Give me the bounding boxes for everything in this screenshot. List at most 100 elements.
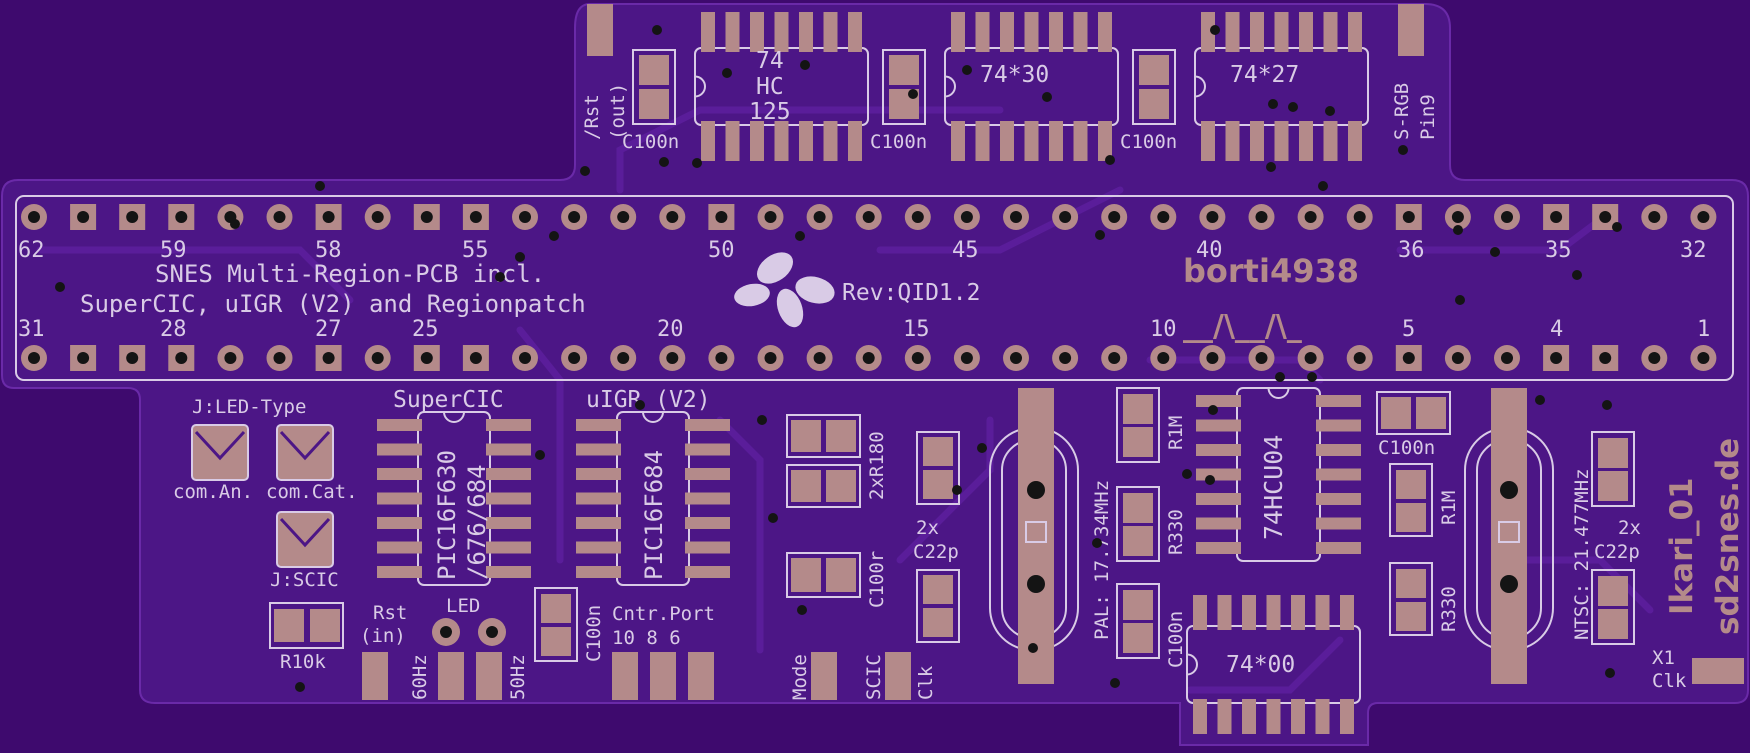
scic-jumper-label: J:SCIC [270, 569, 339, 591]
mode-pad [811, 652, 837, 700]
pin-label: 4 [1550, 317, 1563, 342]
hz50-pad [476, 652, 502, 700]
jumper-pad [191, 424, 249, 481]
r330-label: R330 [1438, 586, 1460, 632]
pic-chips [377, 411, 730, 586]
uigr-chip-label: PIC16F684 [640, 450, 668, 580]
srgb-pad [1398, 4, 1424, 56]
c100n-label: C100n [1120, 131, 1177, 153]
x1-clk-label: Clk [1652, 670, 1687, 692]
author-mark: __/\__/\_ [1183, 309, 1302, 344]
c100n-label: C100n [622, 131, 679, 153]
hc125-label: 125 [749, 99, 791, 125]
hcu04-label: 74HCU04 [1259, 435, 1288, 540]
cntr-pad [650, 652, 676, 700]
ntsc-crystal [1464, 388, 1554, 684]
pin-label: 62 [18, 238, 45, 263]
c100r-capacitor: C100r [786, 551, 888, 608]
x1-label: X1 [1652, 647, 1675, 669]
cntr-pad [612, 652, 638, 700]
pin-label: 50 [708, 238, 735, 263]
srgb-label: Pin9 [1417, 94, 1439, 140]
r180-resistors: 2xR180 [786, 414, 888, 508]
c22p-pal: 2x C22p [913, 431, 960, 643]
c00-chip [1186, 595, 1361, 734]
pin-label: 40 [1196, 238, 1223, 263]
c22p-label: C22p [1594, 541, 1640, 563]
pal-label: PAL: 17.734MHz [1091, 480, 1113, 640]
c00-label: 74*00 [1226, 652, 1295, 678]
project-label: Ikari_01 [1664, 477, 1700, 615]
pin-label: 25 [412, 317, 439, 342]
cntr-pad [688, 652, 714, 700]
c27-label: 74*27 [1230, 62, 1299, 88]
cntr-port-label: Cntr.Port [612, 603, 715, 625]
jumper-pad [276, 424, 334, 481]
board-title-line1: SNES Multi-Region-PCB incl. [155, 260, 545, 288]
rst-in-label: Rst [373, 602, 407, 624]
pin-label: 32 [1680, 238, 1707, 263]
c100r-label: C100r [866, 551, 888, 608]
jumper-pad [276, 511, 334, 568]
header-row-top [21, 204, 1717, 230]
r10k-resistor: R10k [269, 602, 344, 673]
rst-in-pad [362, 652, 388, 700]
supercic-chip-label: PIC16F630 [433, 450, 461, 580]
ntsc-label: NTSC: 21.477MHz [1571, 468, 1593, 640]
revision-label: Rev:QID1.2 [842, 280, 980, 306]
header-row-bottom [21, 345, 1717, 371]
c22p-label: C22p [913, 541, 959, 563]
scic-label: SCIC [863, 654, 885, 700]
hc125-label: 74 [756, 48, 784, 74]
cntr-pins-label: 10 8 6 [612, 627, 681, 649]
rst-in-label: (in) [360, 625, 406, 647]
fan-logo-icon [734, 252, 835, 328]
rst-out-pad [587, 4, 613, 56]
pin-label: 45 [952, 238, 979, 263]
clk-label: Clk [915, 665, 937, 700]
c30-label: 74*30 [980, 62, 1049, 88]
pin-label: 58 [315, 238, 342, 263]
hc125-label: HC [756, 74, 784, 100]
vias [55, 25, 1622, 692]
hz60-label: 60Hz [409, 654, 431, 700]
rst-out-label: /Rst [581, 94, 603, 140]
c22p-2x: 2x [1618, 517, 1641, 539]
pin-label: 15 [903, 317, 930, 342]
r1m-label: R1M [1438, 491, 1460, 525]
hz60-pad [438, 652, 464, 700]
board-title-line2: SuperCIC, uIGR (V2) and Regionpatch [80, 290, 586, 318]
board-outline [1, 3, 1749, 746]
c100n-label: C100n [1378, 437, 1435, 459]
ntsc-passives: C100n R1M R330 [1376, 391, 1460, 636]
r1m-label: R1M [1165, 416, 1187, 450]
pin-label: 1 [1697, 317, 1710, 342]
pin-labels-bottom: 31 28 27 25 20 15 10 5 4 1 [18, 317, 1710, 342]
supercic-label: SuperCIC [393, 387, 504, 413]
r330-label: R330 [1165, 509, 1187, 555]
c100n-label: C100n [870, 131, 927, 153]
com-an-label: com.An. [173, 481, 253, 503]
website-label: sd2snes.de [1710, 438, 1746, 635]
led-type-label: J:LED-Type [192, 396, 306, 418]
supercic-alt-label: /676/684 [463, 464, 491, 580]
mode-label: Mode [789, 654, 811, 700]
led-label: LED [446, 595, 480, 617]
upper-chip-labels: 74 HC 125 74*30 74*27 [749, 48, 1299, 125]
rst-out-label: (out) [607, 83, 629, 140]
pin-labels-top: 62 59 58 55 50 45 40 36 35 32 [18, 238, 1707, 263]
pin-label: 36 [1398, 238, 1425, 263]
pin-label: 55 [462, 238, 489, 263]
scic-jumper: J:SCIC [270, 511, 339, 591]
r180-label: 2xR180 [866, 431, 888, 500]
c22p-2x: 2x [916, 517, 939, 539]
author-label: borti4938 [1183, 252, 1359, 290]
pin-label: 35 [1545, 238, 1572, 263]
pin-label: 20 [657, 317, 684, 342]
c100n-label: C100n [583, 605, 605, 662]
c22p-ntsc: 2x C22p [1591, 431, 1641, 645]
uigr-label: uIGR (V2) [586, 387, 711, 413]
r10k-label: R10k [280, 651, 326, 673]
pin-label: 5 [1402, 317, 1415, 342]
